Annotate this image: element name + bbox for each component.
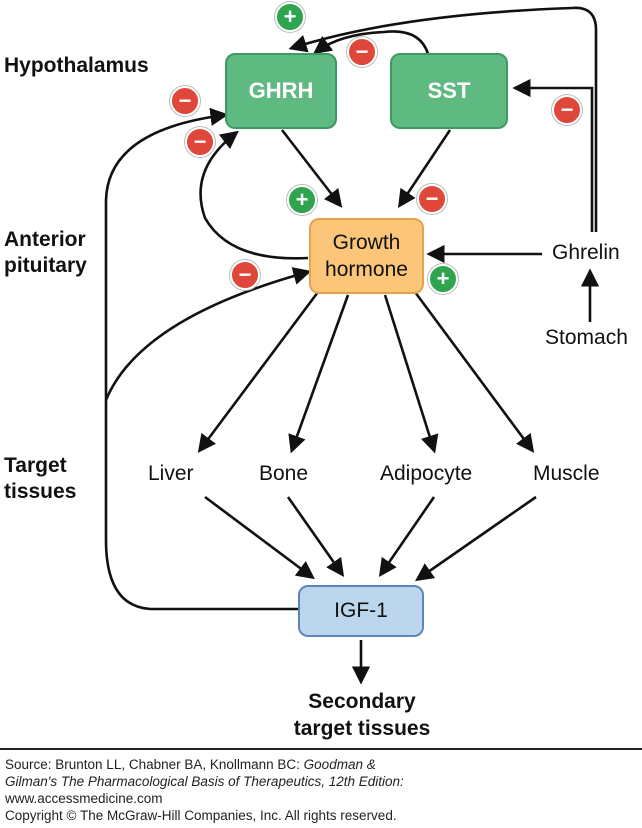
arrow-igf1-to-gh bbox=[104, 267, 312, 401]
level-anterior-line1: Anterior bbox=[4, 228, 86, 251]
muscle-label: Muscle bbox=[533, 462, 600, 485]
minus-badge-sst-ghrh: − bbox=[347, 37, 377, 67]
ghrelin-label: Ghrelin bbox=[552, 241, 620, 264]
level-anterior-line2: pituitary bbox=[4, 254, 87, 277]
plus-badge-ghrelin-ghrh: + bbox=[275, 2, 305, 32]
growth-hormone-line1: Growth bbox=[332, 231, 401, 254]
source-prefix: Source: Brunton LL, Chabner BA, Knollman… bbox=[5, 757, 304, 772]
arrow-bone-to-igf1 bbox=[286, 496, 345, 577]
liver-label: Liver bbox=[148, 462, 194, 485]
copyright-line: Copyright © The McGraw-Hill Companies, I… bbox=[5, 808, 397, 823]
arrow-sst-to-gh bbox=[397, 129, 452, 209]
sst-label: SST bbox=[427, 78, 471, 103]
plus-badge-ghrelin-gh: + bbox=[428, 264, 458, 294]
stomach-label: Stomach bbox=[545, 326, 628, 349]
adipocyte-label: Adipocyte bbox=[380, 462, 473, 485]
source-url: www.accessmedicine.com bbox=[5, 791, 163, 806]
minus-badge-sst-gh: − bbox=[417, 184, 447, 214]
level-anterior-pituitary: Anterior pituitary bbox=[4, 227, 87, 279]
minus-badge-igf1-gh: − bbox=[230, 260, 260, 290]
arrow-gh-to-adipocyte bbox=[383, 294, 439, 454]
plus-badge-ghrh-gh: + bbox=[287, 185, 317, 215]
growth-hormone-box: Growth hormone bbox=[309, 218, 424, 294]
minus-badge-igf1-ghrh: − bbox=[170, 86, 200, 116]
igf1-box: IGF-1 bbox=[298, 585, 424, 637]
level-hypothalamus: Hypothalamus bbox=[4, 54, 149, 77]
source-line1: Source: Brunton LL, Chabner BA, Knollman… bbox=[5, 756, 404, 773]
source-title-part2: Gilman's The Pharmacological Basis of Th… bbox=[5, 774, 404, 789]
growth-hormone-line2: hormone bbox=[325, 258, 408, 281]
level-target-tissues: Target tissues bbox=[4, 453, 76, 505]
arrow-sst-to-ghrh bbox=[313, 30, 430, 55]
source-line2: Gilman's The Pharmacological Basis of Th… bbox=[5, 773, 404, 790]
source-footer: Source: Brunton LL, Chabner BA, Knollman… bbox=[5, 756, 404, 824]
secondary-target-tissues: Secondary target tissues bbox=[262, 688, 462, 742]
arrow-ghrelin-to-ghrh bbox=[288, 6, 598, 232]
arrow-ghrelin-to-sst bbox=[512, 78, 594, 232]
arrow-ghrh-to-gh bbox=[280, 129, 343, 208]
secondary-line1: Secondary bbox=[308, 690, 416, 713]
arrow-muscle-to-igf1 bbox=[415, 495, 537, 582]
arrow-gh-to-muscle bbox=[413, 291, 535, 453]
secondary-line2: target tissues bbox=[293, 717, 431, 740]
bone-label: Bone bbox=[259, 462, 309, 485]
arrow-gh-to-liver bbox=[197, 291, 320, 453]
sst-box: SST bbox=[390, 53, 508, 129]
minus-badge-gh-ghrh: − bbox=[185, 127, 215, 157]
arrow-liver-to-igf1 bbox=[204, 495, 315, 580]
footer-divider bbox=[0, 748, 642, 750]
arrow-igf1-to-ghrh bbox=[104, 107, 298, 611]
ghrh-label: GHRH bbox=[248, 78, 314, 103]
igf1-label: IGF-1 bbox=[334, 599, 388, 622]
minus-badge-ghrelin-sst: − bbox=[552, 95, 582, 125]
arrow-adipocyte-to-igf1 bbox=[378, 496, 436, 577]
source-title-part1: Goodman & bbox=[303, 757, 376, 772]
level-target-line1: Target bbox=[4, 454, 67, 477]
arrow-gh-to-bone bbox=[288, 294, 350, 454]
ghrh-box: GHRH bbox=[225, 53, 337, 129]
arrow-gh-to-ghrh bbox=[199, 130, 309, 260]
level-target-line2: tissues bbox=[4, 480, 77, 503]
